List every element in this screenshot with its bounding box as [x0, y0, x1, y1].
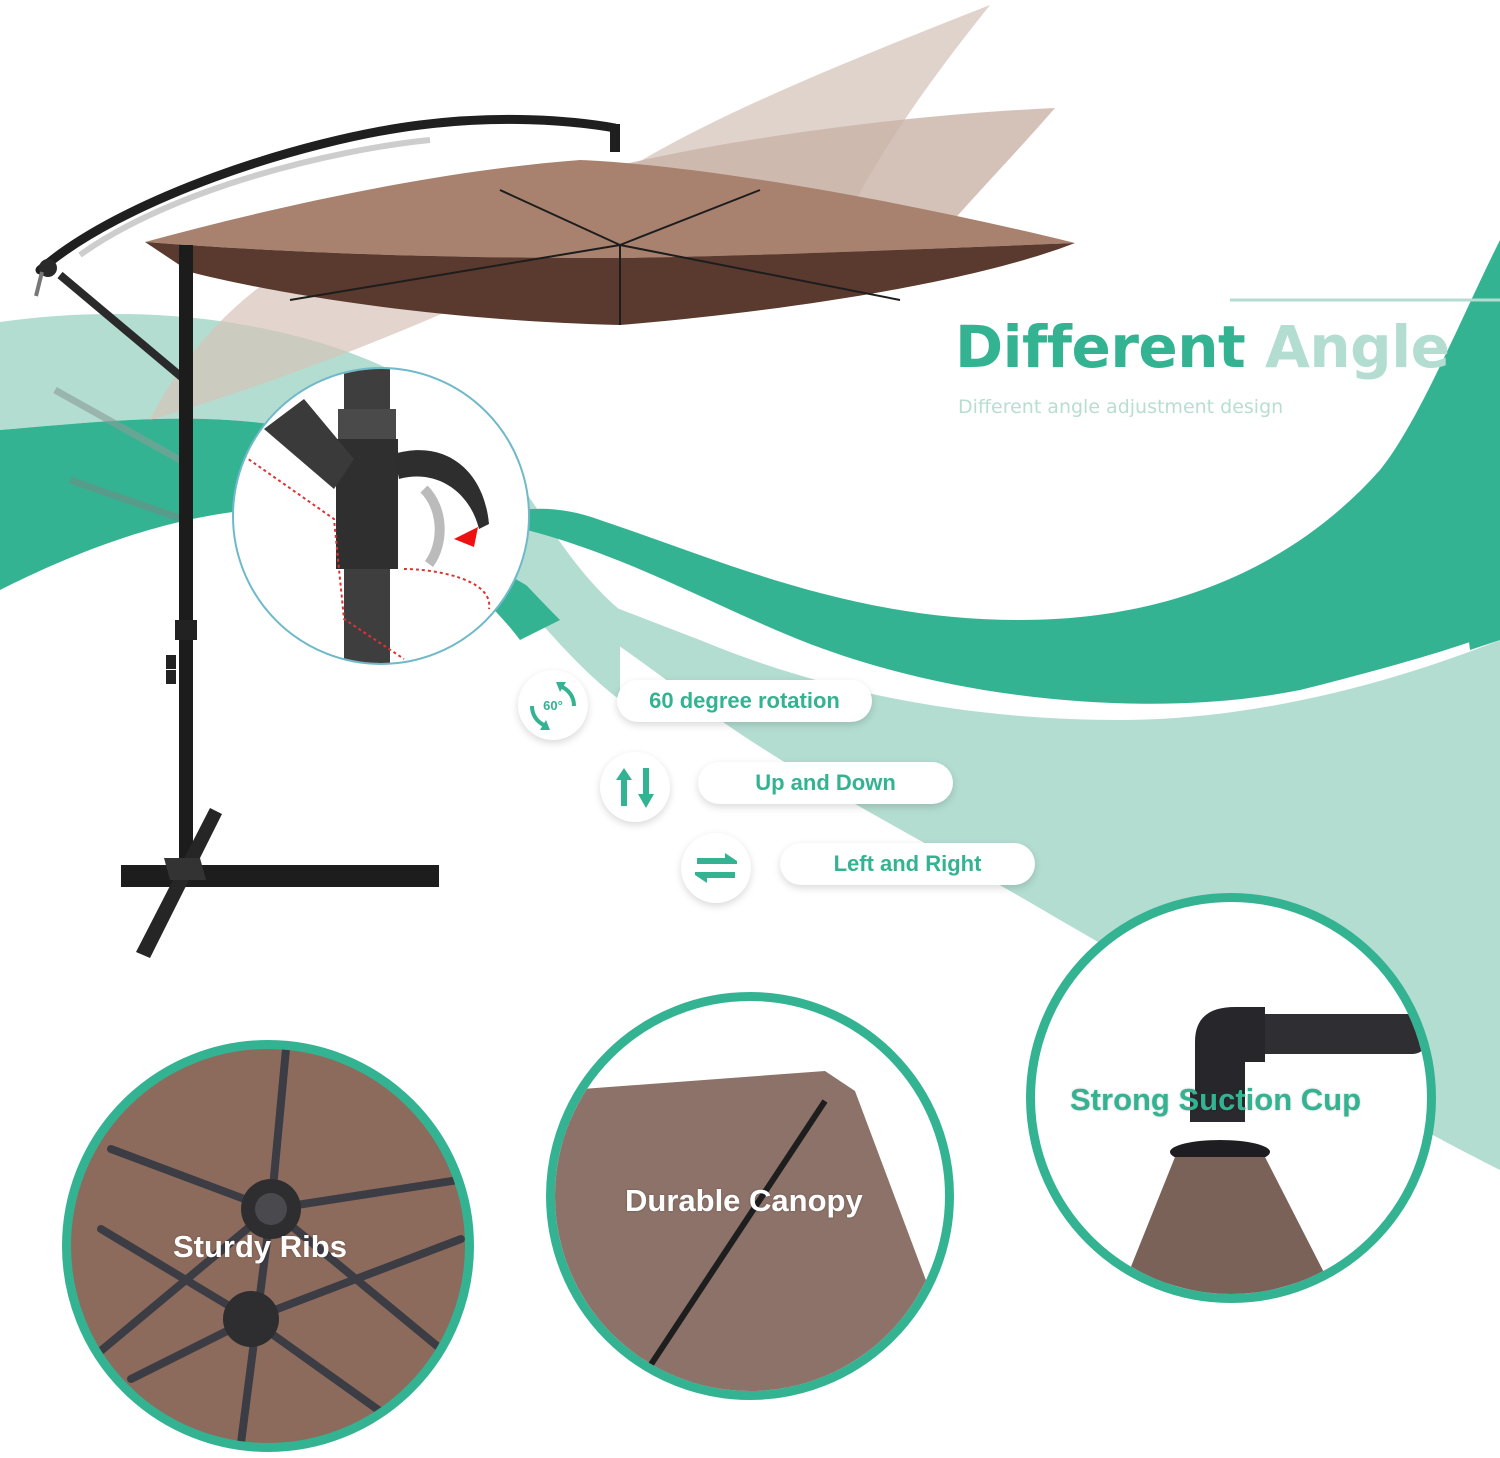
feature-leftright-label: Left and Right: [780, 843, 1035, 885]
title-word-angle: Angle: [1265, 313, 1450, 381]
detail-durable-canopy: Durable Canopy: [546, 992, 954, 1400]
up-down-arrows-icon: [616, 768, 654, 808]
detail-strong-suction-cup: Strong Suction Cup: [1026, 893, 1436, 1303]
left-right-arrows-icon: [695, 853, 737, 883]
hinge-detail-inset: [232, 367, 530, 665]
feature-rotation-badge: 60°: [518, 670, 588, 740]
rotate-60-icon: 60°: [530, 682, 576, 730]
detail-label-sturdy-ribs: Sturdy Ribs: [173, 1229, 347, 1264]
hinge-mechanism-icon: [234, 369, 491, 663]
svg-text:60°: 60°: [543, 698, 563, 713]
page-subtitle: Different angle adjustment design: [958, 396, 1284, 418]
feature-updown-label: Up and Down: [698, 762, 953, 804]
ribs-hub-icon: [87, 1049, 465, 1443]
title-word-different: Different: [955, 313, 1246, 381]
feature-rotation-label: 60 degree rotation: [617, 680, 872, 722]
detail-label-durable-canopy: Durable Canopy: [625, 1183, 863, 1218]
canopy-fabric-icon: [555, 1071, 945, 1391]
detail-sturdy-ribs: Sturdy Ribs: [62, 1040, 474, 1452]
page-title: Different Angle: [955, 318, 1450, 376]
feature-updown-badge: [600, 752, 670, 822]
detail-label-strong-suction-cup: Strong Suction Cup: [1070, 1082, 1362, 1117]
suction-cup-joint-icon: [1120, 1007, 1427, 1294]
umbrella-illustration: [34, 5, 1075, 958]
feature-leftright-badge: [681, 833, 751, 903]
